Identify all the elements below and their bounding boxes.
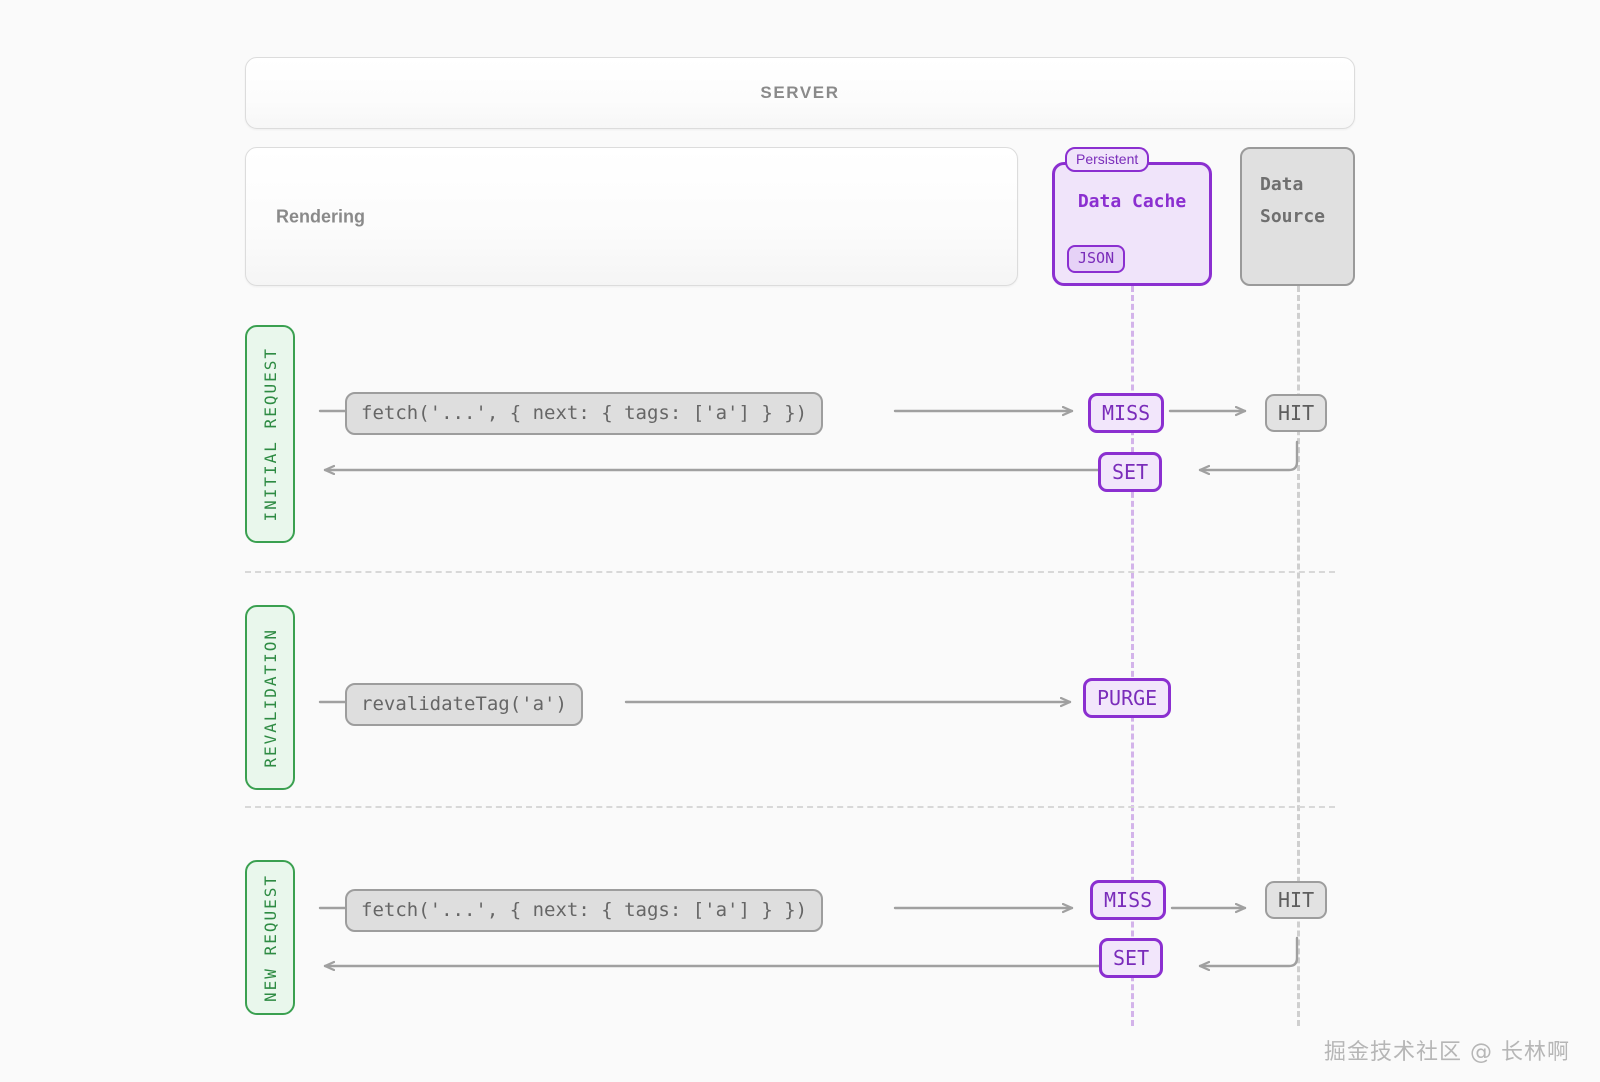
badge-cache-miss-initial: MISS <box>1088 393 1165 433</box>
rendering-label: Rendering <box>276 206 366 226</box>
data-source-lifeline <box>1297 286 1300 1026</box>
json-format-badge: JSON <box>1067 244 1126 273</box>
data-cache-title: Data Cache <box>1077 191 1187 212</box>
data-source-title-line2: Source <box>1260 205 1326 227</box>
section-label-new-request-text: NEW REQUEST <box>260 873 280 1002</box>
badge-cache-purge-revalidation: PURGE <box>1083 678 1172 718</box>
code-pill-revalidation: revalidateTag('a') <box>345 683 583 726</box>
section-label-revalidation-text: REVALIDATION <box>260 627 280 768</box>
badge-cache-set-initial: SET <box>1098 452 1163 492</box>
badge-source-hit-initial: HIT <box>1265 394 1328 432</box>
data-source-node: Data Source <box>1240 147 1355 286</box>
server-container: SERVER <box>245 57 1355 129</box>
data-cache-lifeline <box>1131 286 1134 1026</box>
section-label-initial-request-text: INITIAL REQUEST <box>260 346 280 522</box>
data-cache-node: Persistent Data Cache JSON <box>1052 147 1212 286</box>
badge-cache-miss-new: MISS <box>1090 880 1167 920</box>
data-source-title: Data Source <box>1260 169 1325 232</box>
section-divider-1 <box>245 571 1335 573</box>
persistent-badge: Persistent <box>1065 147 1150 173</box>
badge-cache-set-new: SET <box>1099 938 1164 978</box>
section-label-revalidation: REVALIDATION <box>245 605 295 790</box>
watermark: 掘金技术社区 @ 长林啊 <box>1324 1040 1570 1065</box>
section-label-initial-request: INITIAL REQUEST <box>245 325 295 543</box>
code-pill-initial-request: fetch('...', { next: { tags: ['a'] } }) <box>345 392 824 435</box>
section-label-new-request: NEW REQUEST <box>245 860 295 1015</box>
rendering-container: Rendering <box>245 147 1018 286</box>
badge-source-hit-new: HIT <box>1265 881 1328 919</box>
server-title: SERVER <box>760 83 840 102</box>
section-divider-2 <box>245 806 1335 808</box>
data-source-title-line1: Data <box>1260 174 1304 195</box>
code-pill-new-request: fetch('...', { next: { tags: ['a'] } }) <box>345 889 824 932</box>
